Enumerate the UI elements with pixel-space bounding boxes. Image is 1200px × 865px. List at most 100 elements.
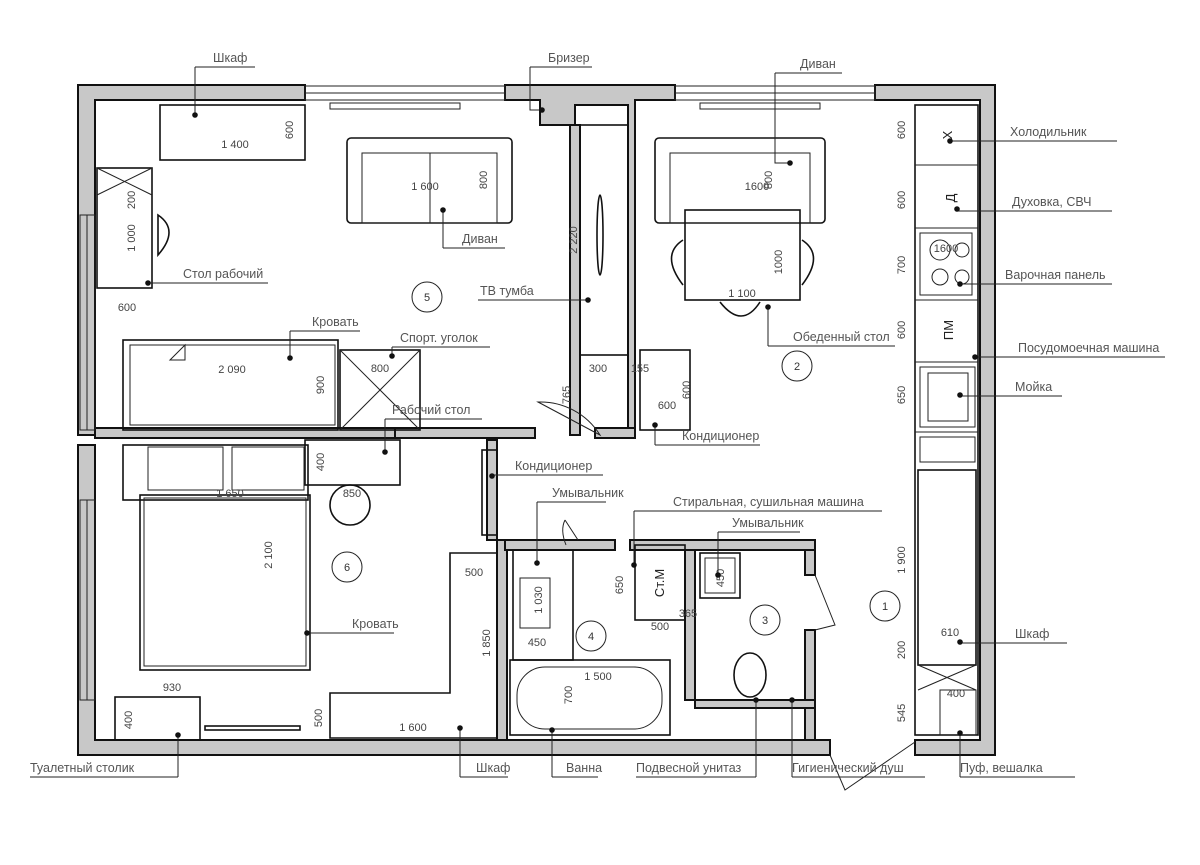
dimension-value: 155 [631,363,649,375]
dimension-value: 500 [465,567,483,579]
dimension-value: 1 500 [584,671,612,683]
room-number-circle [331,551,363,583]
callout: ТВ тумба [478,284,591,303]
callout-leader [529,67,542,111]
dimension-value: 1 030 [533,586,545,614]
callout: Туалетный столик [30,732,181,778]
callout-dot [957,281,963,287]
dimension-value: 1 600 [399,722,427,734]
callout: Спорт. уголок [389,331,490,359]
callout: Гигиенический душ [789,697,925,778]
dimension-value: 700 [896,256,908,274]
dimension-value: 800 [478,171,490,189]
callout-label: Шкаф [213,51,247,65]
callout-label: Гигиенический душ [792,761,904,775]
callout-label: Диван [800,57,836,71]
callout-dot [715,572,721,578]
dimension-value: 1 900 [896,546,908,574]
walls [77,84,996,756]
callout-dot [534,560,540,566]
callout-label: Кровать [352,617,399,631]
dishwasher-mark: ПМ [941,320,956,340]
room-number-circle [411,281,443,313]
callout: Духовка, СВЧ [954,195,1112,212]
dimension-value: 400 [315,453,327,471]
dimension-value: 600 [896,321,908,339]
dimension-value: 450 [528,637,546,649]
callout-dot [489,473,495,479]
appliance-marks: Х Д ПМ Ст.М [652,130,958,597]
callout-label: ТВ тумба [480,284,534,298]
dimension-value: 1600 [934,243,958,255]
callout-label: Мойка [1015,380,1052,394]
callout: Диван [774,57,842,166]
dimension-value: 2 100 [263,541,275,569]
callout: Умывальник [534,486,624,566]
callout-label: Кондиционер [515,459,592,473]
callout: Диван [440,207,505,249]
callout: Пуф, вешалка [957,730,1075,778]
dimension-value: 800 [763,171,775,189]
dimension-value: 1 650 [216,488,244,500]
dimension-value: 600 [284,121,296,139]
callout: Шкаф [192,51,255,118]
callout-dot [652,422,658,428]
dimension-value: 500 [313,709,325,727]
dimension-value: 1600 [745,181,769,193]
callout-dot [382,449,388,455]
dimension-value: 930 [163,682,181,694]
callout: Варочная панель [957,268,1112,287]
callout-dot [585,297,591,303]
dimension-value: 450 [715,569,727,587]
callout-dot [954,206,960,212]
dimension-value: 600 [658,400,676,412]
dimension-value: 650 [896,386,908,404]
callout: Холодильник [947,125,1117,144]
callout-dot [957,730,963,736]
callout: Обеденный стол [765,304,895,347]
dimension-value: 800 [371,363,389,375]
callout: Посудомоечная машина [972,341,1165,360]
callout-label: Умывальник [732,516,804,530]
callout-label: Бризер [548,51,590,65]
dimension-value: 200 [126,191,138,209]
callout-dot [789,697,795,703]
callout: Шкаф [957,627,1067,645]
dimension-value: 900 [315,376,327,394]
callout-label: Шкаф [1015,627,1049,641]
oven-mark: Д [943,193,958,202]
callout-label: Холодильник [1010,125,1087,139]
callout-dot [457,725,463,731]
washer-mark: Ст.М [652,569,667,597]
callout: Умывальник [715,516,804,578]
room-number-circle [869,590,901,622]
dimension-value: 650 [614,576,626,594]
callout-label: Варочная панель [1005,268,1106,282]
dimension-value: 200 [896,641,908,659]
callout-dot [765,304,771,310]
dimension-value: 2 220 [568,226,580,254]
dimension-value: 600 [896,121,908,139]
room-number: 3 [762,615,768,627]
callout-leader [774,73,790,164]
room-number: 5 [424,292,430,304]
furniture [96,104,979,791]
dimension-value: 610 [941,627,959,639]
callout-label: Умывальник [552,486,624,500]
callout-dot [947,138,953,144]
dimension-value: 400 [947,688,965,700]
dimension-value: 1 600 [411,181,439,193]
callout-dot [753,697,759,703]
callout-dot [787,160,793,166]
callout-dot [957,639,963,645]
room-number-circle [749,604,781,636]
callout-dot [389,353,395,359]
dimension-value: 765 [561,386,573,404]
room-number: 1 [882,601,888,613]
callout: Бризер [529,51,592,113]
callout-label: Стиральная, сушильная машина [673,495,864,509]
dimension-value: 1 000 [126,224,138,252]
